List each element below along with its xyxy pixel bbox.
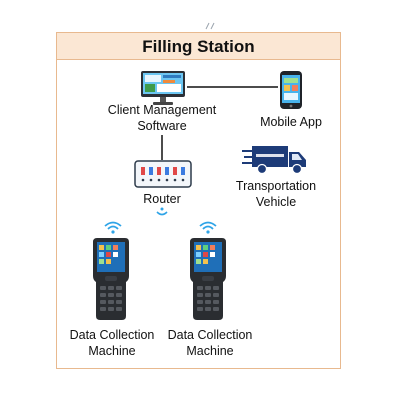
left-wifi-icon <box>104 221 122 234</box>
right-wifi-icon <box>199 221 217 234</box>
dcm-right-line2: Machine <box>186 344 234 358</box>
transport-label: Transportation Vehicle <box>226 178 326 210</box>
dcm-right-label: Data Collection Machine <box>158 327 262 359</box>
router-label: Router <box>143 192 181 206</box>
client-software-label: Client Management Software <box>92 102 232 134</box>
handheld-terminal-icon <box>190 238 226 320</box>
diagram-title: Filling Station <box>142 37 255 56</box>
dcm-left-line2: Machine <box>88 344 136 358</box>
monitor-icon <box>141 71 185 105</box>
transport-line1: Transportation <box>235 179 317 193</box>
dcm-right-line1: Data Collection <box>167 328 253 342</box>
dcm-left-label: Data Collection Machine <box>60 327 164 359</box>
mobile-app-label: Mobile App <box>260 115 322 129</box>
handheld-terminal-icon <box>93 238 129 320</box>
transport-line2: Vehicle <box>255 195 297 209</box>
dcm-left-line1: Data Collection <box>69 328 155 342</box>
decorative-mark <box>205 22 215 30</box>
title-band: Filling Station <box>57 33 340 60</box>
smartphone-icon <box>280 71 302 109</box>
router-icon <box>134 160 192 188</box>
router-wifi-icon <box>156 207 168 216</box>
truck-icon <box>242 146 306 175</box>
client-software-line1: Client Management <box>107 103 217 117</box>
client-software-line2: Software <box>137 119 187 133</box>
